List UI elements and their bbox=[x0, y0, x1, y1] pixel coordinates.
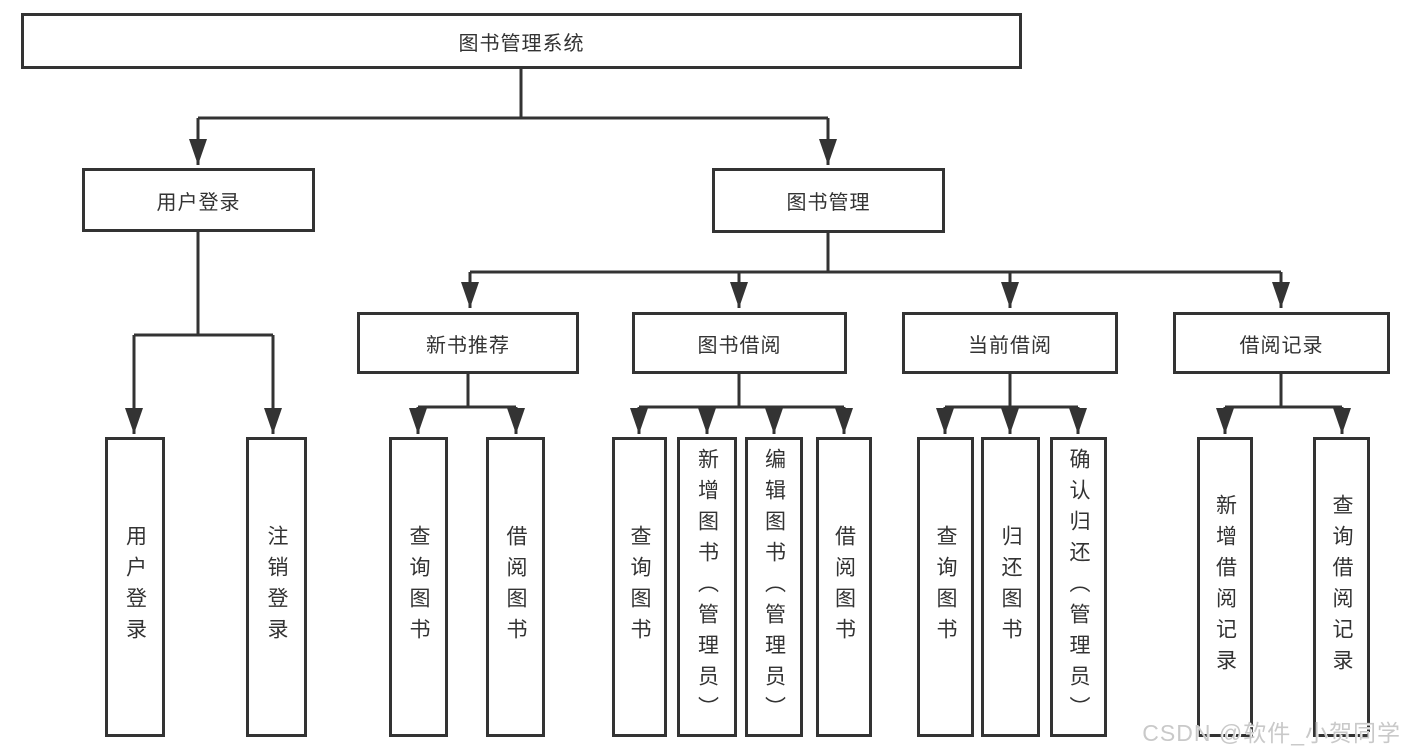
node-user-login-branch: 用户登录 bbox=[82, 168, 315, 232]
leaf-logout: 注销登录 bbox=[246, 437, 307, 737]
node-new-book-recommend-label: 新书推荐 bbox=[426, 334, 510, 357]
node-current-borrow: 当前借阅 bbox=[902, 312, 1118, 374]
node-root: 图书管理系统 bbox=[21, 13, 1022, 69]
leaf-confirm-return-admin-label: 确认归还（管理员） bbox=[1067, 447, 1090, 727]
node-user-login-branch-label: 用户登录 bbox=[156, 191, 241, 214]
node-book-management-label: 图书管理 bbox=[786, 192, 871, 214]
node-book-management: 图书管理 bbox=[712, 168, 945, 233]
leaf-return-book-label: 归还图书 bbox=[999, 525, 1022, 649]
leaf-borrow-books: 借阅图书 bbox=[816, 437, 872, 737]
leaf-query-books-recommend-label: 查询图书 bbox=[407, 525, 430, 649]
leaf-logout-label: 注销登录 bbox=[265, 525, 288, 649]
leaf-query-books-current-label: 查询图书 bbox=[934, 525, 957, 649]
leaf-return-book: 归还图书 bbox=[981, 437, 1040, 737]
leaf-query-borrow-record-label: 查询借阅记录 bbox=[1330, 494, 1353, 680]
leaf-add-borrow-record: 新增借阅记录 bbox=[1197, 437, 1253, 737]
leaf-query-borrow-record: 查询借阅记录 bbox=[1313, 437, 1370, 737]
watermark: CSDN @软件_小贺同学 bbox=[1142, 720, 1401, 746]
leaf-confirm-return-admin: 确认归还（管理员） bbox=[1050, 437, 1107, 737]
leaf-borrow-books-recommend: 借阅图书 bbox=[486, 437, 545, 737]
node-book-borrow-label: 图书借阅 bbox=[697, 334, 782, 357]
node-root-label: 图书管理系统 bbox=[458, 32, 585, 55]
leaf-edit-book-admin: 编辑图书（管理员） bbox=[745, 437, 803, 737]
node-borrow-records-label: 借阅记录 bbox=[1239, 334, 1324, 357]
node-current-borrow-label: 当前借阅 bbox=[968, 334, 1052, 357]
leaf-user-login: 用户登录 bbox=[105, 437, 165, 737]
leaf-add-book-admin: 新增图书（管理员） bbox=[677, 437, 737, 737]
leaf-edit-book-admin-label: 编辑图书（管理员） bbox=[762, 447, 786, 727]
leaf-query-books-recommend: 查询图书 bbox=[389, 437, 448, 737]
leaf-borrow-books-recommend-label: 借阅图书 bbox=[504, 525, 527, 649]
node-new-book-recommend: 新书推荐 bbox=[357, 312, 579, 374]
leaf-add-borrow-record-label: 新增借阅记录 bbox=[1213, 494, 1237, 680]
node-borrow-records: 借阅记录 bbox=[1173, 312, 1390, 374]
leaf-query-books-borrow-label: 查询图书 bbox=[628, 525, 651, 649]
leaf-query-books-current: 查询图书 bbox=[917, 437, 974, 737]
leaf-query-books-borrow: 查询图书 bbox=[612, 437, 667, 737]
leaf-user-login-label: 用户登录 bbox=[123, 525, 147, 649]
leaf-add-book-admin-label: 新增图书（管理员） bbox=[695, 447, 719, 727]
leaf-borrow-books-label: 借阅图书 bbox=[832, 525, 856, 649]
node-book-borrow: 图书借阅 bbox=[632, 312, 847, 374]
